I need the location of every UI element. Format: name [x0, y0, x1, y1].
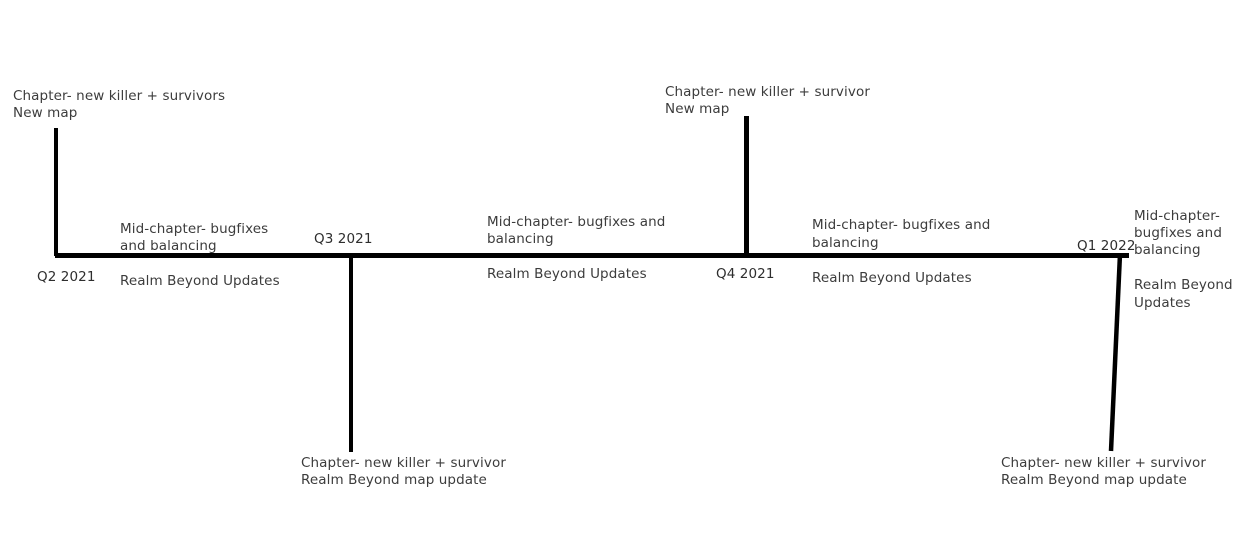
milestone-tick-q1-2022 — [1108, 253, 1123, 452]
segment-1-realm-beyond: Realm Beyond Updates — [120, 273, 280, 289]
milestone-tick-q4-2021 — [744, 116, 749, 256]
segment-4-midchapter-line2: bugfixes and — [1134, 225, 1223, 241]
segment-3-midchapter-line1: Mid-chapter- bugfixes and — [812, 217, 991, 233]
milestone-label-q2-2021-line2: New map — [13, 105, 78, 121]
timeline-axis — [55, 253, 1129, 258]
quarter-label-q3-2021: Q3 2021 — [314, 231, 373, 247]
milestone-tick-q3-2021 — [349, 256, 353, 452]
milestone-label-q4-2021-line2: New map — [665, 101, 730, 117]
segment-4-realm-beyond-line1: Realm Beyond — [1134, 277, 1233, 293]
milestone-label-q3-2021-line2: Realm Beyond map update — [301, 472, 487, 488]
milestone-label-q2-2021-line1: Chapter- new killer + survivors — [13, 88, 226, 104]
milestone-label-q4-2021-line1: Chapter- new killer + survivor — [665, 84, 870, 100]
segment-1-midchapter-line1: Mid-chapter- bugfixes — [120, 221, 269, 237]
quarter-label-q2-2021: Q2 2021 — [37, 269, 96, 285]
segment-4-realm-beyond-line2: Updates — [1134, 295, 1191, 311]
segment-2-midchapter-line2: balancing — [487, 231, 554, 247]
segment-3-realm-beyond: Realm Beyond Updates — [812, 270, 972, 286]
quarter-label-q1-2022: Q1 2022 — [1077, 238, 1136, 254]
segment-2-realm-beyond: Realm Beyond Updates — [487, 266, 647, 282]
milestone-label-q1-2022-line2: Realm Beyond map update — [1001, 472, 1187, 488]
segment-3-midchapter-line2: balancing — [812, 235, 879, 251]
milestone-tick-q2-2021 — [54, 128, 58, 256]
milestone-label-q3-2021-line1: Chapter- new killer + survivor — [301, 455, 506, 471]
milestone-label-q1-2022-line1: Chapter- new killer + survivor — [1001, 455, 1206, 471]
segment-2-midchapter-line1: Mid-chapter- bugfixes and — [487, 214, 666, 230]
segment-1-midchapter-line2: and balancing — [120, 238, 217, 254]
quarter-label-q4-2021: Q4 2021 — [716, 266, 775, 282]
segment-4-midchapter-line1: Mid-chapter- — [1134, 208, 1221, 224]
segment-4-midchapter-line3: balancing — [1134, 242, 1201, 258]
